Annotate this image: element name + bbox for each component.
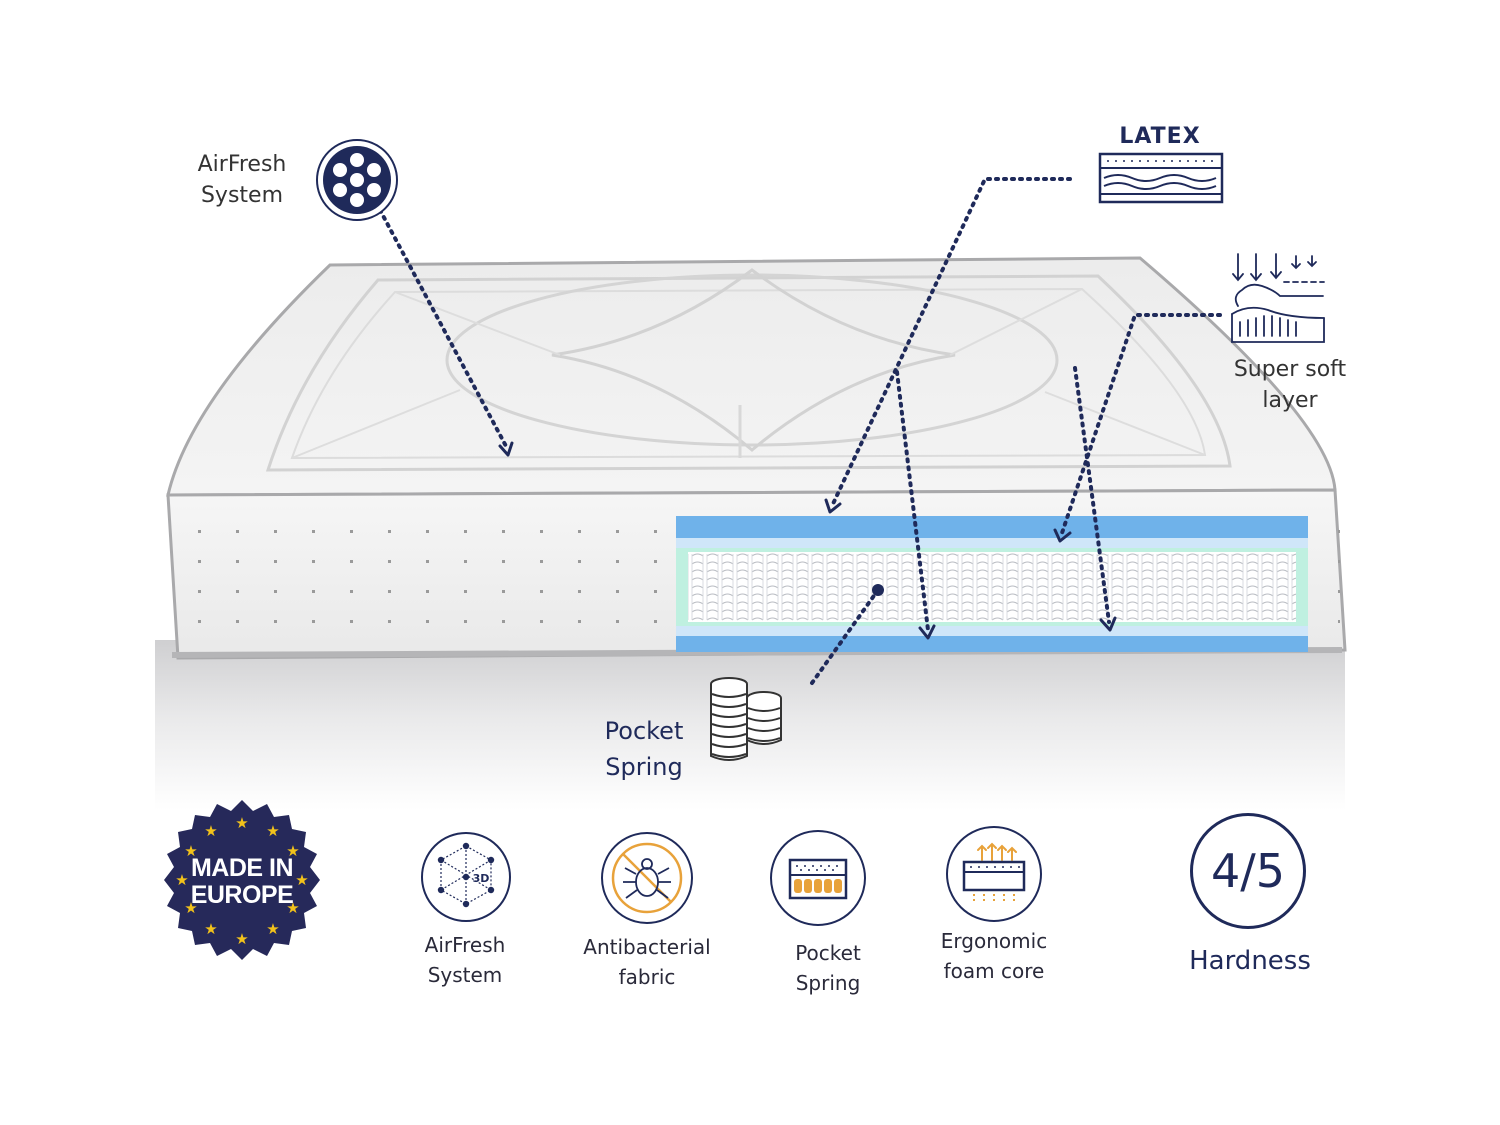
svg-text:★: ★ [295, 871, 308, 889]
3d-mesh-icon: 3D [437, 842, 495, 908]
svg-text:★: ★ [286, 842, 299, 860]
latex-layer-icon [1098, 152, 1224, 204]
made-in-europe-badge: ★ ★ ★ ★ ★ ★ ★ ★ ★ ★ ★ ★ [164, 800, 320, 960]
svg-text:★: ★ [235, 930, 248, 948]
latex-title: LATEX [1119, 124, 1201, 149]
mattress-top [166, 256, 1337, 497]
svg-text:★: ★ [204, 920, 217, 938]
callout-pocket-spring-label: Pocket Spring [604, 717, 684, 781]
super-soft-layer [676, 538, 1308, 548]
svg-text:★: ★ [175, 871, 188, 889]
made-in-europe-text: MADE IN EUROPE [190, 854, 294, 909]
hardness-rating: 4/5 [1190, 813, 1306, 929]
pocket-spring-mattress-icon [788, 858, 848, 900]
pocket-spring-coils-icon [710, 677, 782, 761]
callout-super-soft-label: Super soft layer [1233, 357, 1347, 413]
airfresh-holes-icon [316, 139, 398, 221]
feature-ergonomic-label: Ergonomic foam core [940, 929, 1048, 983]
callout-airfresh-label: AirFresh System [197, 152, 287, 208]
svg-text:★: ★ [266, 920, 279, 938]
feature-airfresh-label: AirFresh System [424, 933, 506, 987]
svg-text:★: ★ [286, 899, 299, 917]
callout-connectors [378, 177, 1222, 685]
feature-antibacterial-label: Antibacterial fabric [583, 935, 711, 989]
feature-pocket-spring-label: Pocket Spring [795, 941, 861, 995]
svg-text:★: ★ [204, 822, 217, 840]
ergonomic-foam-icon [962, 842, 1026, 904]
hardness-label: Hardness [1189, 946, 1311, 976]
latex-layer [676, 516, 1308, 538]
svg-text:★: ★ [184, 899, 197, 917]
super-soft-layer-icon [1231, 253, 1325, 343]
no-mite-icon [611, 842, 683, 914]
eu-stars-icon: ★ ★ ★ ★ ★ ★ ★ ★ ★ ★ ★ ★ [175, 814, 308, 948]
svg-text:3D: 3D [473, 872, 490, 885]
pocket-spring-layer [688, 552, 1296, 622]
svg-text:★: ★ [266, 822, 279, 840]
svg-text:★: ★ [235, 814, 248, 832]
svg-text:★: ★ [184, 842, 197, 860]
mattress-cross-section [676, 516, 1308, 652]
